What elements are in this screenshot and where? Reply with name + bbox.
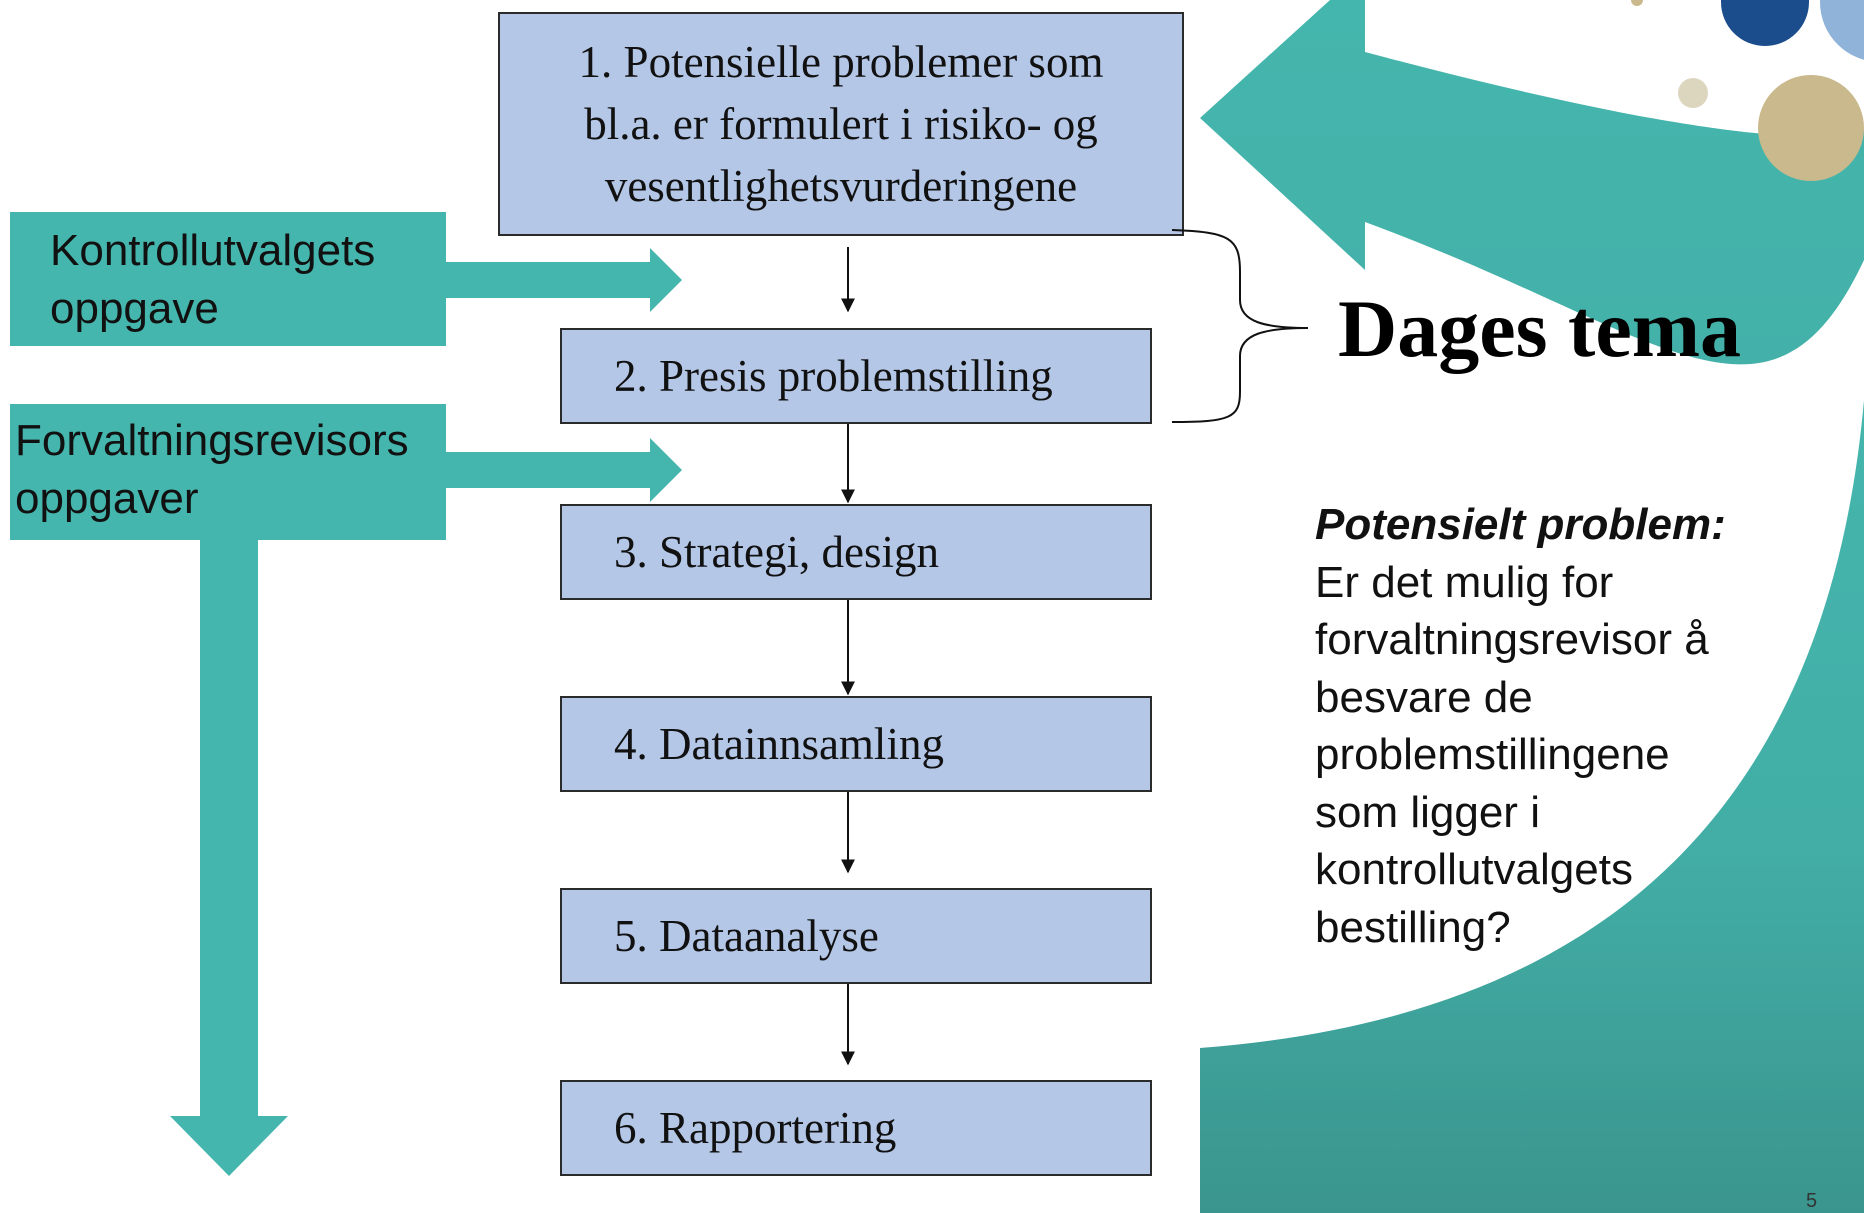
cycle-return-arrow-head: [1200, 0, 1864, 1048]
topic-brace: [1171, 229, 1309, 423]
forvaltning-tag: Forvaltningsrevisors oppgaver: [10, 404, 446, 540]
problem-note-body: Er det mulig for forvaltningsrevisor å b…: [1315, 557, 1709, 952]
decor-circle-beige: [1678, 78, 1708, 108]
step-5-box: 5. Dataanalyse: [560, 888, 1152, 984]
step-2-label: 2. Presis problemstilling: [614, 351, 1053, 401]
problem-note-heading: Potensielt problem:: [1315, 500, 1726, 549]
forvaltning-arrow: [440, 438, 682, 502]
decor-circle-blue: [1820, 0, 1864, 60]
step-4-label: 4. Datainnsamling: [614, 719, 944, 769]
down-arrow: [170, 536, 288, 1176]
step-4-box: 4. Datainnsamling: [560, 696, 1152, 792]
step-1-label: 1. Potensielle problemer som bl.a. er fo…: [578, 37, 1104, 211]
step-3-box: 3. Strategi, design: [560, 504, 1152, 600]
forvaltning-tag-label: Forvaltningsrevisors oppgaver: [15, 416, 409, 523]
kontroll-arrow: [440, 248, 682, 312]
step-6-label: 6. Rapportering: [614, 1103, 897, 1153]
decor-circle-gold: [1758, 75, 1864, 181]
problem-note: Potensielt problem: Er det mulig for for…: [1315, 496, 1795, 956]
page-number: 5: [1806, 1190, 1818, 1212]
decor-circle-navy: [1721, 0, 1809, 46]
kontroll-tag-label: Kontrollutvalgets oppgave: [50, 226, 376, 333]
topic-title: Dages tema: [1338, 283, 1742, 374]
step-6-box: 6. Rapportering: [560, 1080, 1152, 1176]
cycle-return-arrow: [1200, 400, 1864, 1213]
step-5-label: 5. Dataanalyse: [614, 911, 879, 961]
step-3-label: 3. Strategi, design: [614, 527, 939, 577]
step-2-box: 2. Presis problemstilling: [560, 328, 1152, 424]
kontroll-tag: Kontrollutvalgets oppgave: [10, 212, 446, 346]
decor-circle-top: [1631, 0, 1643, 6]
step-1-box: 1. Potensielle problemer som bl.a. er fo…: [498, 12, 1184, 236]
